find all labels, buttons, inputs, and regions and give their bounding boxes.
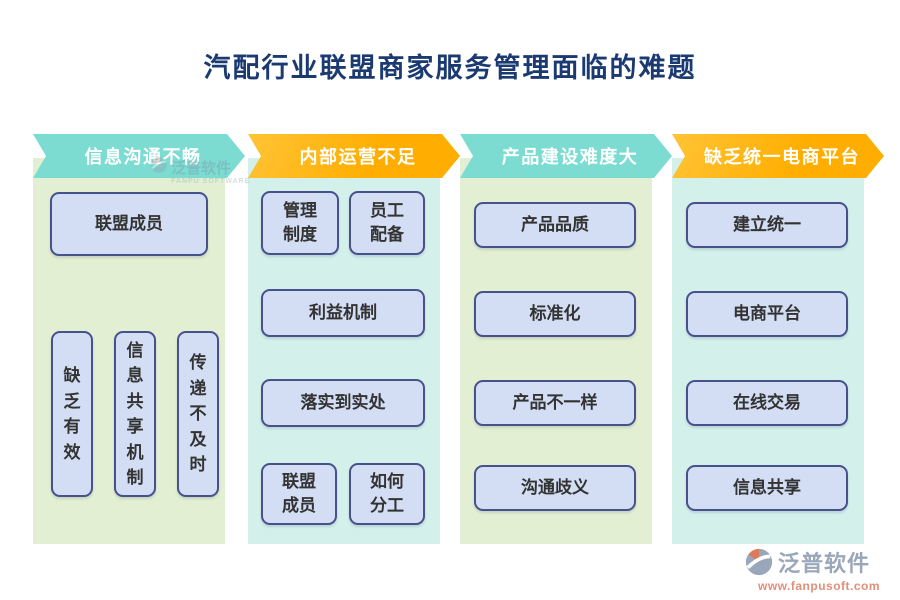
column-header-1: 信息沟通不畅: [33, 134, 245, 178]
page-title: 汽配行业联盟商家服务管理面临的难题: [203, 53, 697, 83]
fanpu-logo-website: www.fanpusoft.com: [758, 579, 881, 593]
node-box: 标准化: [474, 291, 636, 337]
node-box: 联盟成员: [50, 192, 208, 256]
node-box: 利益机制: [261, 289, 425, 337]
node-box: 沟通歧义: [474, 465, 636, 511]
node-box: 如何 分工: [349, 463, 425, 525]
column-header-4: 缺乏统一电商平台: [672, 134, 884, 178]
node-box: 员工 配备: [349, 191, 425, 255]
fanpu-logo: 泛普软件 www.fanpusoft.com: [744, 546, 894, 593]
fanpu-logo-icon: [744, 547, 774, 577]
column-header-2: 内部运营不足: [248, 134, 460, 178]
node-box: 管理 制度: [261, 191, 339, 255]
column-header-3: 产品建设难度大: [460, 134, 672, 178]
node-box: 建立统一: [686, 202, 848, 248]
node-box: 产品不一样: [474, 380, 636, 426]
node-box: 缺乏有效: [51, 331, 93, 497]
node-box: 产品品质: [474, 202, 636, 248]
node-box: 信息共享: [686, 465, 848, 511]
node-box: 在线交易: [686, 380, 848, 426]
node-box: 落实到实处: [261, 379, 425, 427]
node-box: 电商平台: [686, 291, 848, 337]
fanpu-logo-name: 泛普软件: [778, 551, 871, 576]
node-box: 联盟 成员: [261, 463, 337, 525]
node-box: 传递不及时: [177, 331, 219, 497]
node-box: 信息共享机制: [114, 331, 156, 497]
